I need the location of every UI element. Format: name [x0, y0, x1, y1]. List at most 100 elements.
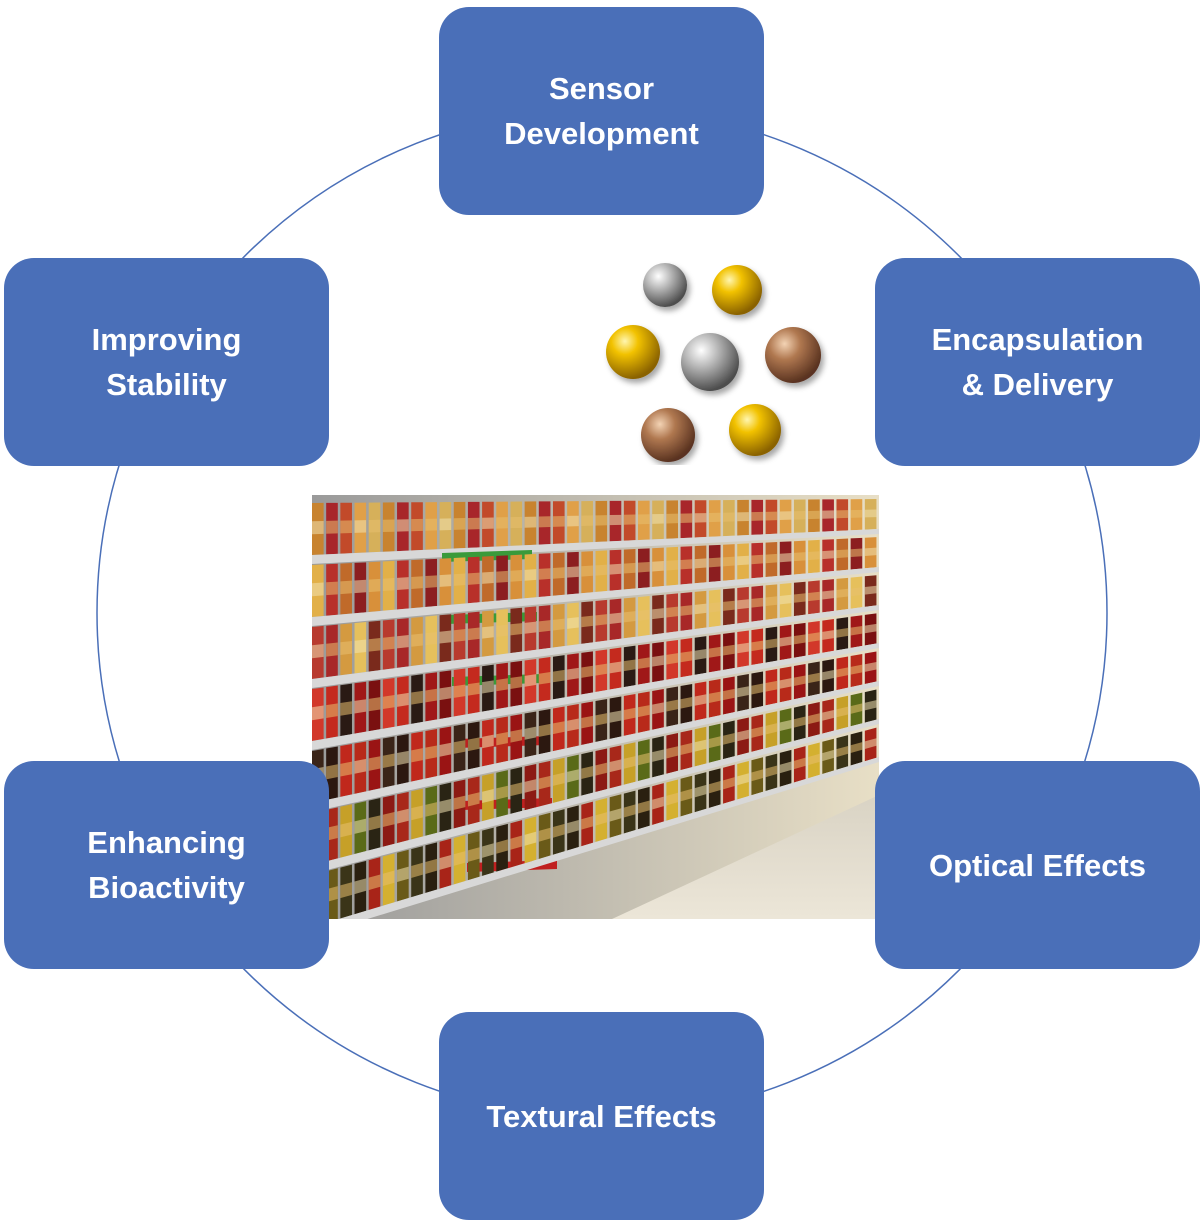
can-label-graphic [539, 568, 551, 580]
can-label-graphic [355, 759, 367, 774]
can-label-graphic [836, 589, 848, 598]
can-label-graphic [737, 643, 749, 654]
can-label-graphic [482, 626, 494, 639]
can-label-graphic [610, 613, 622, 624]
can-label-graphic [681, 513, 693, 523]
can-label-graphic [567, 516, 579, 527]
can-label-graphic [865, 586, 877, 595]
can-label-graphic [496, 571, 508, 583]
can-label-graphic [596, 565, 608, 576]
can-label-graphic [326, 642, 338, 656]
can-label-graphic [454, 574, 466, 586]
can-label-graphic [652, 561, 664, 571]
can-label-graphic [709, 647, 721, 658]
can-label-graphic [312, 644, 324, 658]
node-encapsulation-delivery: Encapsulation & Delivery [875, 258, 1200, 466]
copper-particle [765, 327, 821, 383]
can-label-graphic [440, 687, 452, 700]
can-label-graphic [440, 574, 452, 586]
can-label-graphic [539, 672, 551, 685]
can-label-graphic [581, 566, 593, 577]
can-label-graphic [624, 611, 636, 622]
can-label-graphic [751, 598, 763, 608]
can-label-graphic [510, 570, 522, 582]
can-label-graphic [836, 510, 848, 518]
can-label-graphic [525, 622, 537, 634]
can-label-graphic [510, 676, 522, 689]
can-label-graphic [709, 557, 721, 567]
supermarket-shelves-image [312, 495, 879, 919]
can-label-graphic [496, 732, 508, 745]
can-label-graphic [326, 521, 338, 534]
can-label-graphic [496, 517, 508, 528]
can-label-graphic [411, 576, 423, 589]
can-label-graphic [383, 754, 395, 769]
can-label-graphic [326, 582, 338, 596]
can-label-graphic [539, 516, 551, 527]
node-label: Encapsulation & Delivery [932, 317, 1144, 407]
can-label-graphic [425, 745, 437, 759]
node-label: Improving Stability [92, 317, 242, 407]
can-label-graphic [851, 510, 863, 518]
can-label-graphic [340, 762, 352, 777]
node-label: Optical Effects [929, 843, 1146, 888]
can-label-graphic [369, 579, 381, 592]
can-label-graphic [440, 743, 452, 757]
can-label-graphic [411, 519, 423, 531]
can-label-graphic [638, 610, 650, 621]
can-label-graphic [624, 659, 636, 671]
silver-particle [643, 263, 687, 307]
can-label-graphic [794, 593, 806, 603]
can-label-graphic [681, 605, 693, 616]
can-label-graphic [468, 573, 480, 585]
can-label-graphic [723, 645, 735, 656]
can-label-graphic [369, 520, 381, 533]
can-label-graphic [383, 519, 395, 532]
can-label-graphic [737, 556, 749, 566]
can-label-graphic [383, 578, 395, 591]
can-label-graphic [510, 517, 522, 528]
can-label-graphic [510, 729, 522, 742]
can-label-graphic [425, 689, 437, 703]
can-label-graphic [397, 519, 409, 531]
can-label-graphic [440, 631, 452, 644]
can-label-graphic [312, 705, 324, 720]
can-label-graphic [425, 632, 437, 645]
can-label-graphic [780, 511, 792, 520]
can-label-graphic [326, 703, 338, 718]
can-label-graphic [397, 635, 409, 648]
can-label-graphic [695, 513, 707, 523]
can-label-graphic [865, 510, 877, 518]
can-label-graphic [822, 510, 834, 518]
can-label-graphic [851, 587, 863, 596]
can-label-graphic [723, 601, 735, 611]
can-label-graphic [723, 557, 735, 567]
can-label-graphic [596, 515, 608, 525]
can-label-graphic [808, 592, 820, 601]
can-label-graphic [822, 590, 834, 599]
can-label-graphic [468, 518, 480, 530]
can-label-graphic [525, 569, 537, 581]
can-label-graphic [425, 519, 437, 531]
can-label-graphic [709, 602, 721, 612]
can-label-graphic [553, 670, 565, 682]
copper-particle [641, 408, 695, 462]
can-label-graphic [355, 639, 367, 653]
can-label-graphic [737, 512, 749, 521]
can-label-graphic [794, 552, 806, 561]
node-sensor-development: Sensor Development [439, 7, 764, 215]
can-label-graphic [695, 604, 707, 615]
can-label-graphic [411, 634, 423, 647]
can-label-graphic [737, 599, 749, 609]
can-label-graphic [751, 512, 763, 521]
can-label-graphic [539, 620, 551, 632]
can-label-graphic [638, 657, 650, 669]
node-label: Textural Effects [486, 1094, 716, 1139]
can-label-graphic [581, 515, 593, 526]
can-label-graphic [766, 512, 778, 521]
can-label-graphic [553, 619, 565, 631]
can-label-graphic [851, 549, 863, 558]
can-label-graphic [397, 693, 409, 707]
gold-particle [729, 404, 781, 456]
can-label-graphic [751, 641, 763, 651]
